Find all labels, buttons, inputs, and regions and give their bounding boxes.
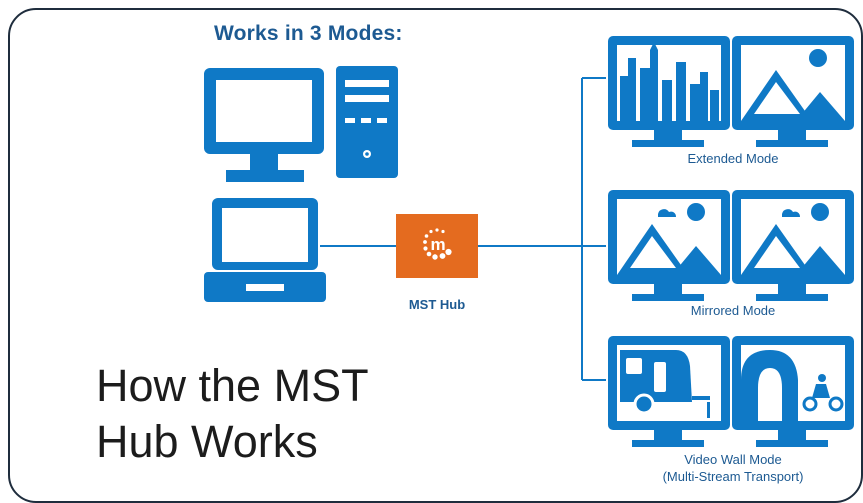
page-title-line1: How the MST bbox=[96, 360, 369, 411]
extended-mode-label: Extended Mode bbox=[687, 151, 779, 166]
laptop-icon bbox=[204, 198, 326, 302]
videowall-mode-label-line2: (Multi-Stream Transport) bbox=[662, 469, 804, 484]
desktop-tower-icon bbox=[336, 66, 398, 178]
mirrored-monitor-left-icon bbox=[608, 190, 730, 301]
mirrored-monitor-right-icon bbox=[732, 190, 854, 301]
mst-hub-box: m bbox=[396, 214, 478, 278]
extended-monitor-right-icon bbox=[732, 36, 854, 147]
connector-lines bbox=[320, 77, 606, 381]
modes-heading: Works in 3 Modes: bbox=[214, 22, 403, 45]
videowall-mode-label: Video Wall Mode (Multi-Stream Transport) bbox=[618, 451, 848, 485]
mst-hub-logo-icon: m bbox=[423, 228, 452, 260]
videowall-monitor-left-icon bbox=[608, 336, 730, 447]
videowall-mode-label-line1: Video Wall Mode bbox=[684, 452, 782, 467]
page-title-line2: Hub Works bbox=[96, 416, 318, 467]
mirrored-mode-label: Mirrored Mode bbox=[690, 303, 776, 318]
videowall-monitor-right-icon bbox=[732, 336, 854, 447]
mst-hub-label: MST Hub bbox=[408, 297, 466, 312]
extended-monitor-left-icon bbox=[608, 36, 730, 147]
desktop-monitor-icon bbox=[204, 68, 324, 182]
mst-hub-logo-letter: m bbox=[430, 235, 445, 254]
page-title: How the MST Hub Works bbox=[96, 358, 369, 470]
